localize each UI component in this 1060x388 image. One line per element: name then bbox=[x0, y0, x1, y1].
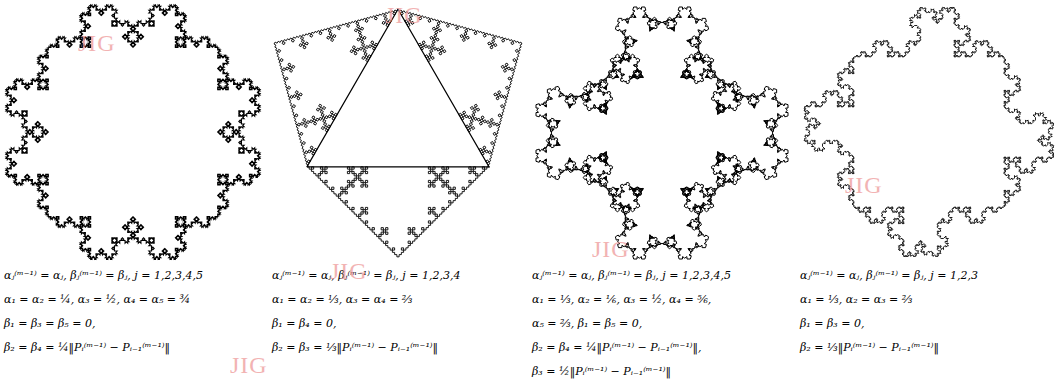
fractal-curve bbox=[6, 5, 260, 259]
caption-formula: β₂ = β₄ = ¼‖Pᵢ⁽ᵐ⁻¹⁾ − Pᵢ₋₁⁽ᵐ⁻¹⁾‖ bbox=[4, 340, 170, 356]
watermark: JIG bbox=[385, 2, 423, 29]
watermark: JIG bbox=[592, 236, 630, 263]
watermark: JIG bbox=[230, 352, 268, 379]
caption-formula: α₅ = ⅔, β₁ = β₅ = 0, bbox=[532, 316, 642, 332]
caption-formula: β₃ = ½‖Pᵢ⁽ᵐ⁻¹⁾ − Pᵢ₋₁⁽ᵐ⁻¹⁾‖ bbox=[532, 364, 671, 380]
caption-formula: αⱼ⁽ᵐ⁻¹⁾ = αⱼ, βⱼ⁽ᵐ⁻¹⁾ = βⱼ, j = 1,2,3,4,… bbox=[4, 268, 203, 284]
caption-formula: β₁ = β₄ = 0, bbox=[272, 316, 336, 332]
watermark: JIG bbox=[78, 30, 116, 57]
fractal-curve bbox=[274, 9, 522, 257]
caption-formula: α₁ = ⅓, α₂ = ⅙, α₃ = ½, α₄ = ⅚, bbox=[532, 292, 711, 308]
watermark: JIG bbox=[330, 258, 368, 285]
caption-formula: α₁ = α₂ = ⅓, α₃ = α₄ = ⅔ bbox=[272, 292, 413, 308]
caption-formula: β₁ = β₃ = 0, bbox=[800, 316, 864, 332]
caption-formula: α₁ = ⅓, α₂ = α₃ = ⅔ bbox=[800, 292, 912, 308]
caption-formula: α₁ = α₂ = ¼, α₃ = ½, α₄ = α₅ = ¾ bbox=[4, 292, 190, 308]
caption-formula: αⱼ⁽ᵐ⁻¹⁾ = αⱼ, βⱼ⁽ᵐ⁻¹⁾ = βⱼ, j = 1,2,3,4,… bbox=[532, 268, 731, 284]
caption-formula: β₂ = β₃ = ⅓‖Pᵢ⁽ᵐ⁻¹⁾ − Pᵢ₋₁⁽ᵐ⁻¹⁾‖ bbox=[272, 340, 438, 356]
fractal-curve bbox=[804, 7, 1054, 257]
caption-formula: β₂ = ⅓‖Pᵢ⁽ᵐ⁻¹⁾ − Pᵢ₋₁⁽ᵐ⁻¹⁾‖ bbox=[800, 340, 939, 356]
caption-formula: β₁ = β₃ = β₅ = 0, bbox=[4, 316, 95, 332]
caption-formula: αⱼ⁽ᵐ⁻¹⁾ = αⱼ, βⱼ⁽ᵐ⁻¹⁾ = βⱼ, j = 1,2,3 bbox=[800, 268, 978, 284]
caption-formula: β₂ = β₄ = ¼‖Pᵢ⁽ᵐ⁻¹⁾ − Pᵢ₋₁⁽ᵐ⁻¹⁾‖, bbox=[532, 340, 702, 356]
fractal-curve bbox=[536, 7, 788, 259]
watermark: JIG bbox=[845, 172, 883, 199]
initial-triangle bbox=[307, 9, 489, 167]
